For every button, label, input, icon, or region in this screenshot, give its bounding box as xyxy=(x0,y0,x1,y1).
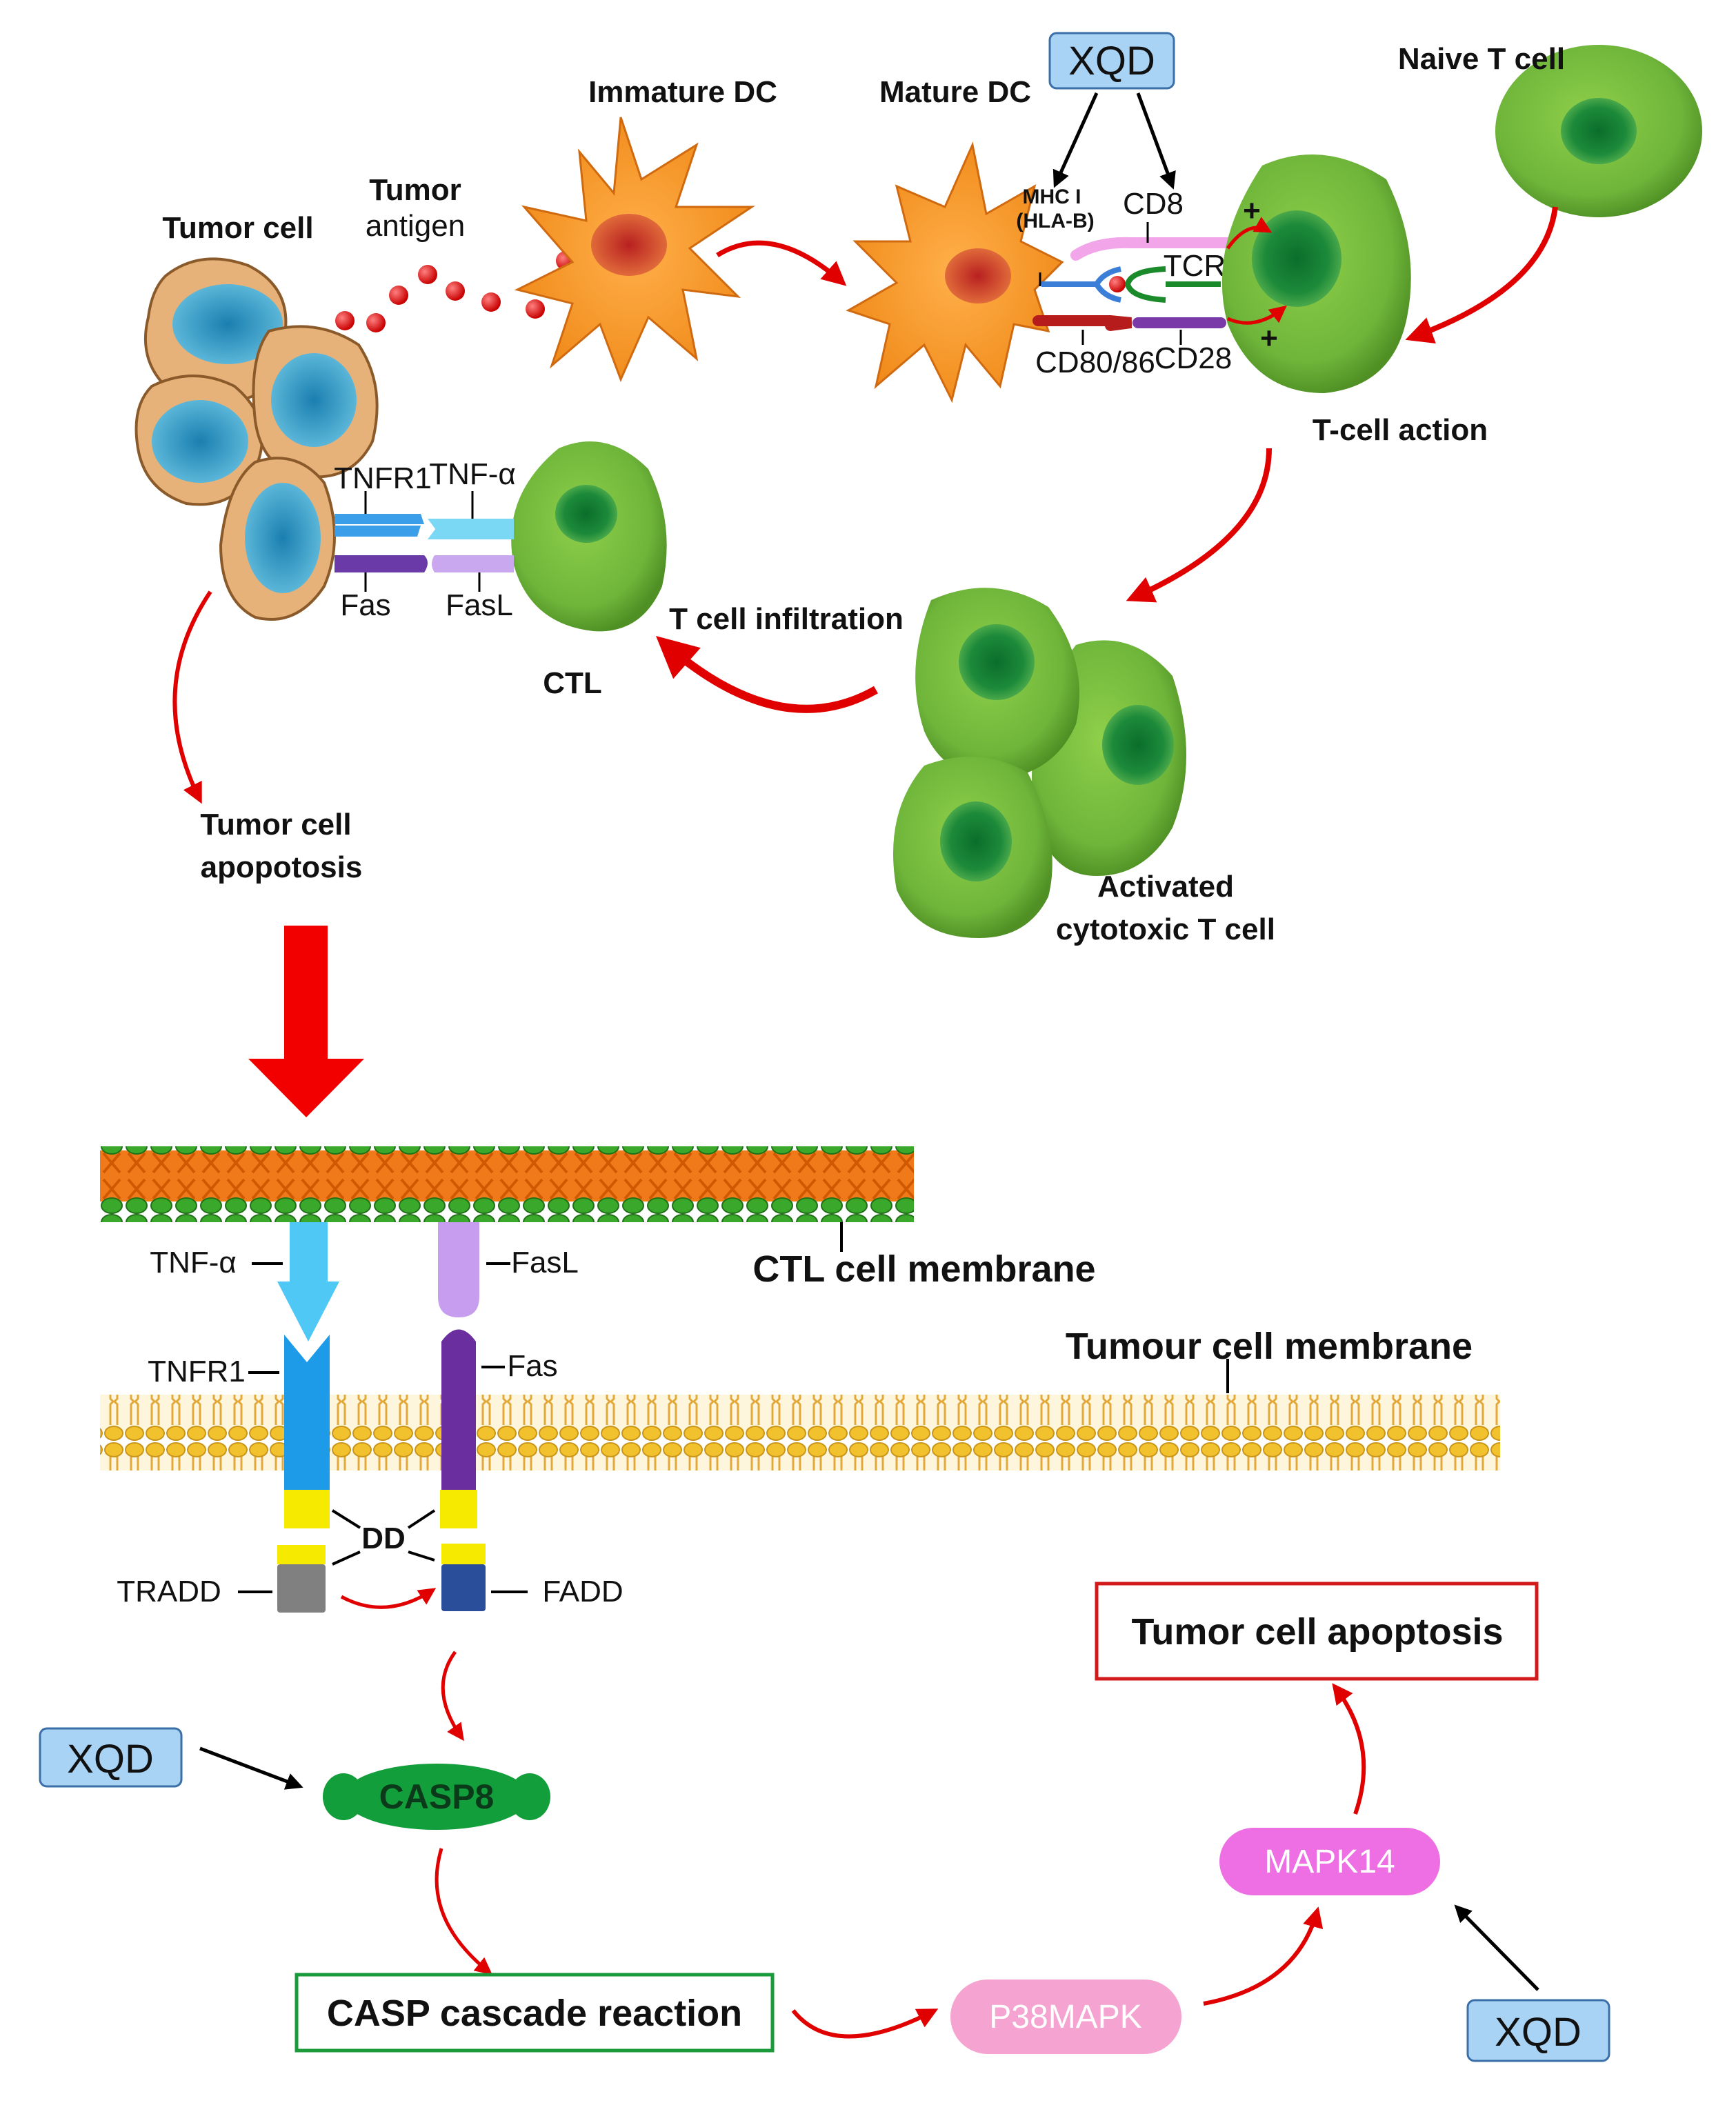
mature-dc-cell xyxy=(846,141,1064,403)
dd-line-4 xyxy=(408,1550,435,1562)
casp8-label: CASP8 xyxy=(379,1777,495,1816)
ctl-membrane-label: CTL cell membrane xyxy=(752,1248,1095,1290)
xqd-to-casp8-arrow xyxy=(199,1746,303,1790)
tnfr1-receptor xyxy=(284,1335,330,1490)
tumor-apoptosis-box-label: Tumor cell apoptosis xyxy=(1131,1611,1503,1653)
tradd-adaptor xyxy=(277,1564,326,1613)
t-cell-action xyxy=(1221,154,1411,393)
fadd-to-casp8-arrow xyxy=(441,1651,464,1742)
tradd-label: TRADD xyxy=(117,1575,221,1608)
ctl-label: CTL xyxy=(543,666,602,700)
p38mapk-label: P38MAPK xyxy=(989,1999,1141,2035)
xqd-box-right: XQD xyxy=(1466,1999,1610,2062)
fadd-label: FADD xyxy=(542,1575,623,1608)
infiltration-arrow xyxy=(655,636,878,713)
fasl-ligand xyxy=(438,1222,479,1317)
ctl-cell-membrane xyxy=(100,1146,914,1222)
signal-arrow-2 xyxy=(1226,305,1287,325)
casp8-node: CASP8 xyxy=(323,1764,550,1830)
casp-cascade-box: CASP cascade reaction xyxy=(295,1973,775,2053)
activated-ctl-label-2: cytotoxic T cell xyxy=(1056,913,1275,946)
immature-dc-cell xyxy=(514,117,755,382)
tumor-apoptosis-box: Tumor cell apoptosis xyxy=(1095,1582,1539,1681)
dc-maturation-arrow xyxy=(716,240,847,286)
p38-to-mapk14-arrow xyxy=(1203,1906,1324,2006)
tumor-cell-label: Tumor cell xyxy=(162,211,313,245)
activated-ctl-cluster xyxy=(893,588,1186,938)
mhc-tcr-synapse xyxy=(1032,222,1233,345)
tradd-dd xyxy=(277,1545,326,1564)
fas-death-domain xyxy=(440,1490,477,1528)
casp-cascade-label: CASP cascade reaction xyxy=(327,1993,742,2034)
tcr-label: TCR xyxy=(1164,249,1226,283)
tnf-alpha-ligand xyxy=(277,1222,339,1342)
dd-line-1 xyxy=(331,1509,361,1529)
mhc-label: MHC I xyxy=(1023,186,1081,208)
dd-line-3 xyxy=(332,1550,361,1566)
tumor-to-apoptosis-arrow xyxy=(172,590,212,804)
xqd-label-left: XQD xyxy=(67,1737,154,1782)
t-cell-infiltration-label: T cell infiltration xyxy=(669,602,904,636)
t-cell-action-label: T-cell action xyxy=(1313,413,1488,447)
tumor-antigen-label-1: Tumor xyxy=(369,173,461,207)
dd-line-2 xyxy=(407,1509,436,1529)
tumour-membrane-label: Tumour cell membrane xyxy=(1066,1326,1473,1367)
dd-label: DD xyxy=(361,1522,406,1555)
tradd-to-fadd-arrow xyxy=(340,1588,437,1609)
tnf-alpha-label: TNF-α xyxy=(150,1246,237,1279)
p38mapk-node: P38MAPK xyxy=(950,1980,1181,2054)
fasl-label: FasL xyxy=(511,1246,579,1279)
naive-t-cell-label: Naive T cell xyxy=(1398,42,1565,76)
ligand-receptor-pairs-top xyxy=(335,491,514,592)
tumor-cell-cluster xyxy=(134,257,379,621)
mapk14-node: MAPK14 xyxy=(1219,1828,1440,1895)
casp8-to-cascade-arrow xyxy=(435,1848,492,1975)
cascade-to-p38-arrow xyxy=(791,2008,939,2039)
naive-to-action-arrow xyxy=(1405,206,1558,344)
naive-t-cell xyxy=(1495,45,1702,217)
xqd-label-right: XQD xyxy=(1495,2010,1582,2055)
xqd-to-mapk14-arrow xyxy=(1454,1904,1539,1991)
tnfr1-label-top: TNFR1 xyxy=(334,461,432,495)
plus-sign-2: + xyxy=(1260,321,1278,355)
tumor-apoptosis-label-1: Tumor cell xyxy=(200,808,351,841)
plus-sign-1: + xyxy=(1243,194,1261,228)
immature-dc-label: Immature DC xyxy=(588,75,777,109)
tumor-antigen-label-2: antigen xyxy=(366,209,465,243)
fasl-label-top: FasL xyxy=(446,588,513,622)
ctl-cell xyxy=(511,441,667,632)
fas-label: Fas xyxy=(507,1349,557,1383)
cd28-label: CD28 xyxy=(1155,341,1233,375)
fas-label-top: Fas xyxy=(340,588,390,622)
signal-arrow-1 xyxy=(1226,217,1273,250)
big-down-arrow xyxy=(248,926,364,1117)
fadd-adaptor xyxy=(441,1564,486,1611)
mapk14-label: MAPK14 xyxy=(1264,1844,1395,1880)
action-to-activated-arrow xyxy=(1126,448,1272,603)
fadd-dd xyxy=(441,1544,486,1564)
mapk14-to-apoptosis-arrow xyxy=(1332,1683,1366,1815)
tumour-cell-membrane xyxy=(100,1395,1500,1470)
fas-receptor xyxy=(441,1329,476,1490)
activated-ctl-label-1: Activated xyxy=(1097,870,1234,904)
hla-label: (HLA-B) xyxy=(1016,210,1094,232)
tnfr1-death-domain xyxy=(284,1490,330,1528)
tnfr1-label: TNFR1 xyxy=(148,1355,246,1388)
xqd-box-left: XQD xyxy=(39,1727,183,1788)
cd8-label: CD8 xyxy=(1123,187,1184,221)
mature-dc-label: Mature DC xyxy=(879,75,1031,109)
xqd-to-cd8-arrow xyxy=(1136,92,1176,190)
tnf-alpha-label-top: TNF-α xyxy=(429,457,516,491)
xqd-box-top: XQD xyxy=(1048,32,1175,90)
xqd-label-top: XQD xyxy=(1068,39,1155,83)
xqd-to-mhc-arrow xyxy=(1052,92,1099,188)
tumor-apoptosis-label-2: apopotosis xyxy=(201,850,363,884)
cd80-86-label: CD80/86 xyxy=(1035,346,1155,379)
